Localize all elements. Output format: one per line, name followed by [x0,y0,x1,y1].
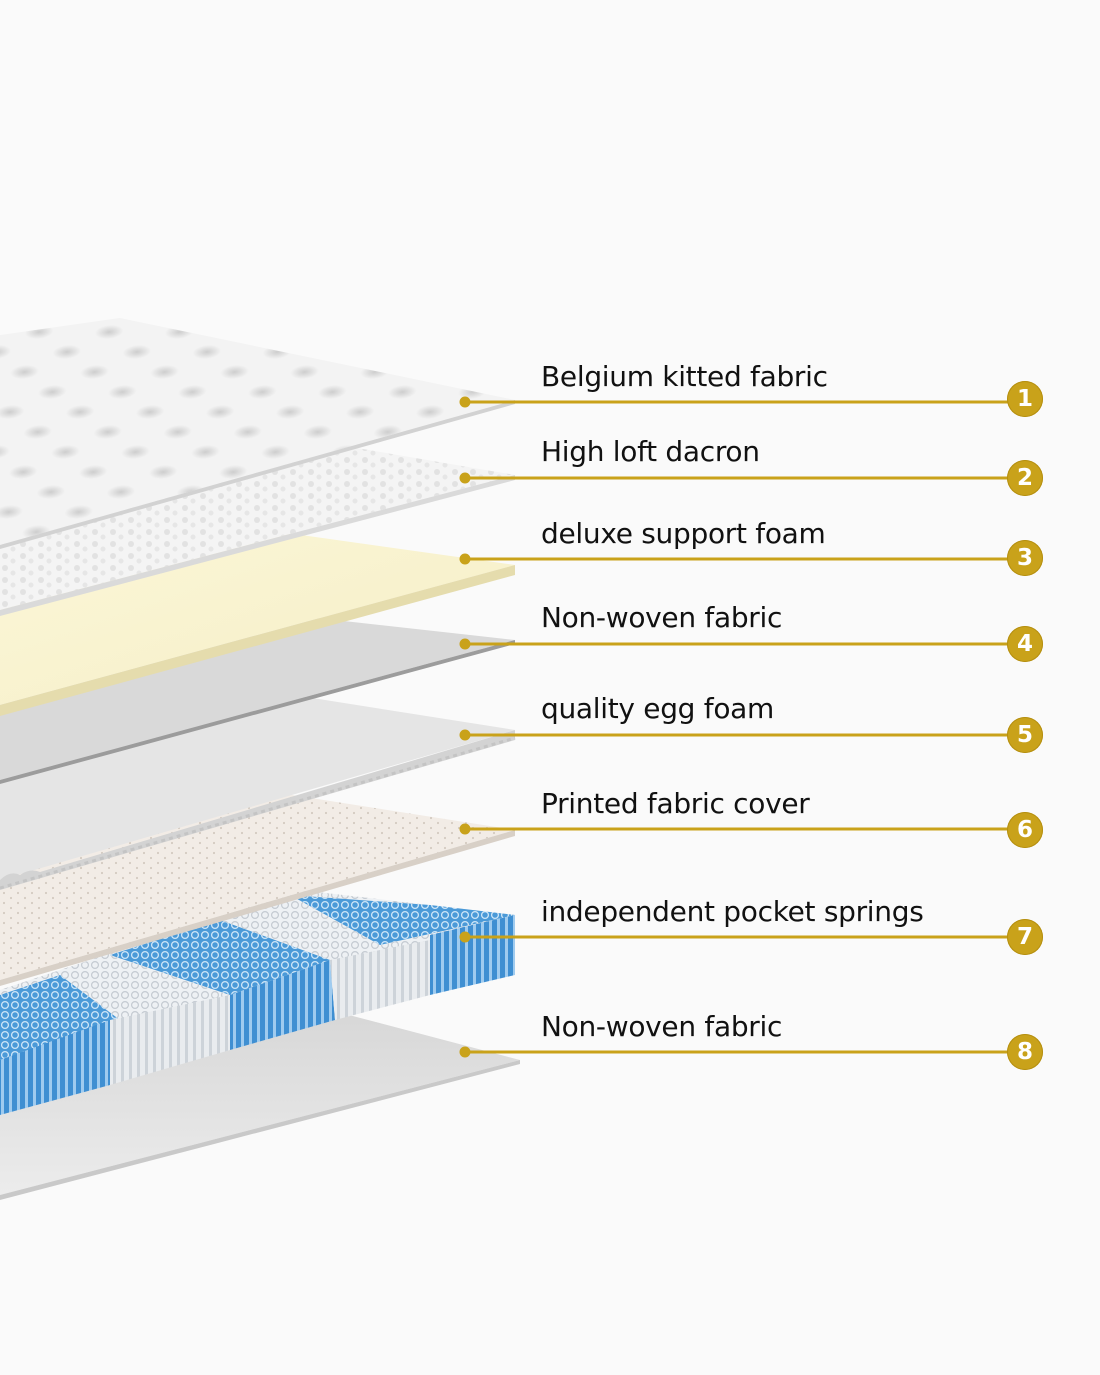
layer-label-7: independent pocket springs [541,895,924,928]
layer-7-shape [0,890,515,1115]
layer-number-badge-4: 4 [1007,626,1043,662]
layer-2-shape [0,440,515,616]
layer-8-shape [0,1010,520,1200]
layer-number-badge-2: 2 [1007,460,1043,496]
layer-number-badge-6: 6 [1007,812,1043,848]
layer-label-5: quality egg foam [541,692,774,725]
layer-label-2: High loft dacron [541,435,760,468]
layer-label-3: deluxe support foam [541,517,826,550]
layer-number-badge-7: 7 [1007,919,1043,955]
layer-label-4: Non-woven fabric [541,601,783,634]
layer-1-shape [0,318,515,549]
layer-label-1: Belgium kitted fabric [541,360,828,393]
layer-number-badge-1: 1 [1007,381,1043,417]
leader-lines [459,396,1010,1058]
layer-number-badge-3: 3 [1007,540,1043,576]
layer-label-8: Non-woven fabric [541,1010,783,1043]
layer-number-badge-5: 5 [1007,717,1043,753]
layer-number-badge-8: 8 [1007,1034,1043,1070]
layer-label-6: Printed fabric cover [541,787,810,820]
